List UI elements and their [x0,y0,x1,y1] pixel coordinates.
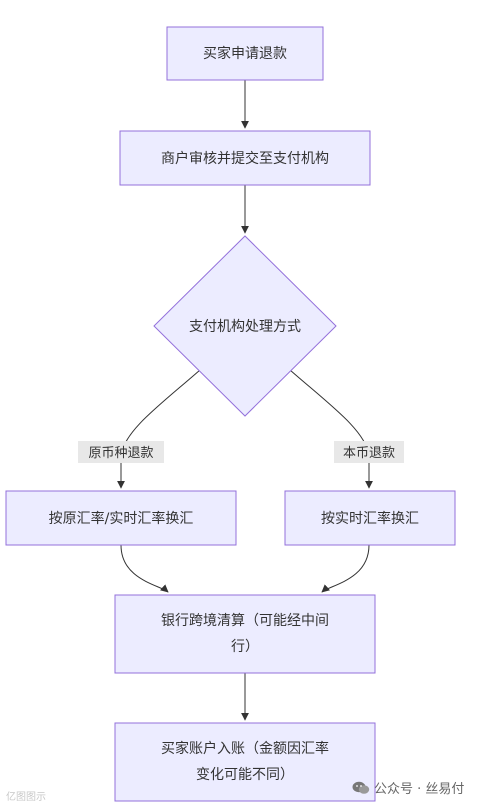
watermark-left: 亿图图示 [6,788,46,803]
edge-label-local-currency: 本币退款 [334,441,404,463]
node-decision: 支付机构处理方式 [153,235,337,417]
node-convert-original-label: 按原汇率/实时汇率换汇 [49,510,194,527]
node-buyer-credit-label-2: 变化可能不同） [196,767,294,783]
node-buyer-credit: 买家账户入账（金额因汇率 变化可能不同） [114,722,376,802]
edge-original-to-clearing [120,544,169,593]
edge-decision-to-original [117,369,201,489]
edge-label-original-text: 原币种退款 [88,446,153,461]
node-bank-clearing: 银行跨境清算（可能经中间 行） [114,594,376,674]
node-merchant-review: 商户审核并提交至支付机构 [119,130,371,186]
node-decision-label: 支付机构处理方式 [189,319,301,335]
watermark-right-text: 公众号 · 丝易付 [374,782,465,797]
edge-label-original-currency: 原币种退款 [78,441,164,463]
node-buyer-request-label: 买家申请退款 [203,45,287,62]
node-convert-realtime: 按实时汇率换汇 [284,490,456,546]
node-merchant-review-label: 商户审核并提交至支付机构 [161,150,329,167]
edge-decision-to-local [289,369,373,489]
node-buyer-credit-label-1: 买家账户入账（金额因汇率 [161,740,329,757]
watermark-left-text: 亿图图示 [6,792,46,803]
edge-label-local-text: 本币退款 [343,446,395,461]
node-convert-realtime-label: 按实时汇率换汇 [321,510,419,527]
node-bank-clearing-label-2: 行） [231,639,259,655]
node-buyer-request: 买家申请退款 [166,26,324,81]
watermark-right: 公众号 · 丝易付 [352,778,464,797]
edge-local-to-clearing [321,544,370,593]
node-convert-original: 按原汇率/实时汇率换汇 [5,490,237,546]
node-bank-clearing-label-1: 银行跨境清算（可能经中间 [161,613,329,629]
wechat-icon [352,781,370,795]
